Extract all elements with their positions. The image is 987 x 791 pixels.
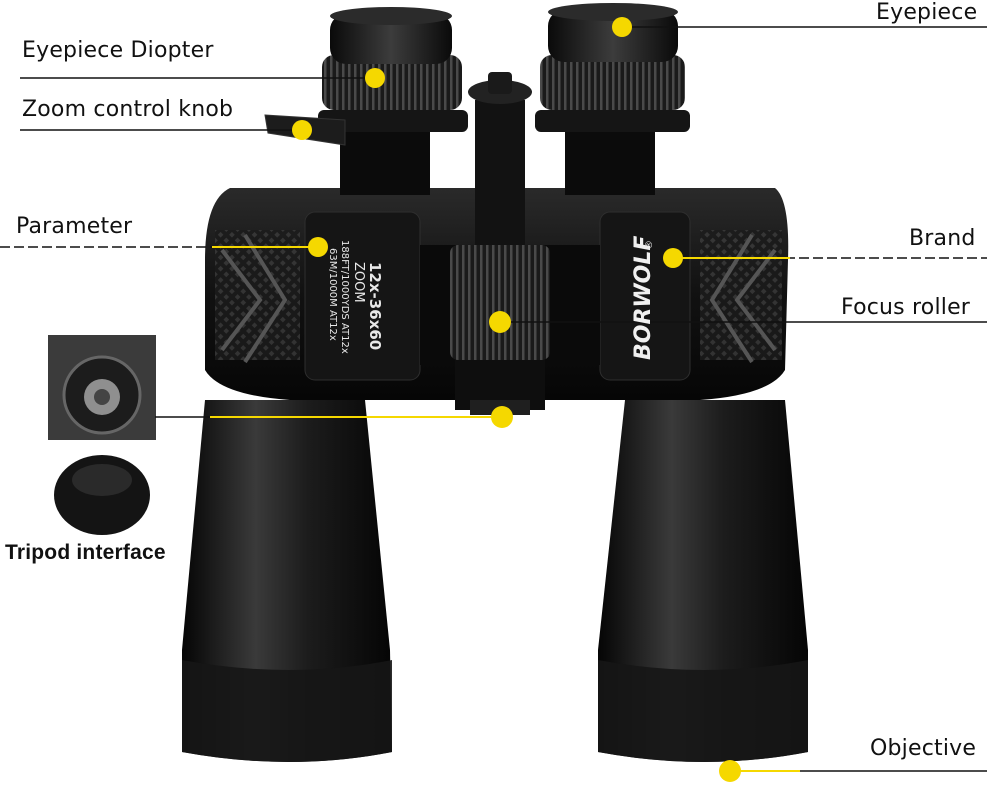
marker-parameter <box>308 237 328 257</box>
label-brand: Brand <box>909 226 976 251</box>
label-eyepiece-diopter: Eyepiece Diopter <box>22 38 214 63</box>
brand-registered-mark: ® <box>644 240 655 250</box>
center-post-top <box>488 72 512 94</box>
objective-rim-right <box>598 660 808 762</box>
label-eyepiece: Eyepiece <box>876 0 978 25</box>
leader-highlights <box>210 246 800 772</box>
markers <box>292 17 741 782</box>
eyecup-top-right <box>548 3 678 21</box>
product-zoom: ZOOM <box>351 262 366 303</box>
center-post <box>475 100 525 245</box>
bridge-collar-right <box>535 110 690 132</box>
marker-eyepiece-diopter <box>365 68 385 88</box>
marker-tripod <box>491 406 513 428</box>
product-model: 12x-36x60 <box>366 262 384 350</box>
marker-zoom-knob <box>292 120 312 140</box>
eyepiece-tube-right <box>565 125 655 195</box>
grip-chevron-right <box>709 233 777 364</box>
product-spec-1: 188FT/1000YDS AT12x <box>339 240 350 354</box>
focus-roller <box>450 245 550 360</box>
bridge-collar-left <box>318 110 468 132</box>
eyepiece-tube-left <box>340 125 430 195</box>
label-focus-roller: Focus roller <box>841 295 971 320</box>
label-objective: Objective <box>870 736 977 761</box>
eyecup-left <box>330 14 452 64</box>
marker-objective <box>719 760 741 782</box>
eyecup-right <box>548 10 678 62</box>
tripod-cap-top <box>72 464 132 496</box>
product-spec-2: 63M/1000M AT12x <box>327 248 338 341</box>
objective-rim-left <box>182 660 392 762</box>
diopter-ring-right <box>540 55 685 110</box>
marker-brand <box>663 248 683 268</box>
marker-focus-roller <box>489 311 511 333</box>
grip-chevron-left <box>220 233 288 364</box>
label-zoom-control-knob: Zoom control knob <box>22 97 234 122</box>
brand-name: BORWOLF <box>631 236 656 360</box>
marker-eyepiece <box>612 17 632 37</box>
tripod-inset-hole <box>94 389 110 405</box>
label-parameter: Parameter <box>16 214 133 239</box>
eyecup-top-left <box>330 7 452 25</box>
label-tripod-interface: Tripod interface <box>5 541 166 564</box>
diopter-ring-left <box>322 55 462 110</box>
